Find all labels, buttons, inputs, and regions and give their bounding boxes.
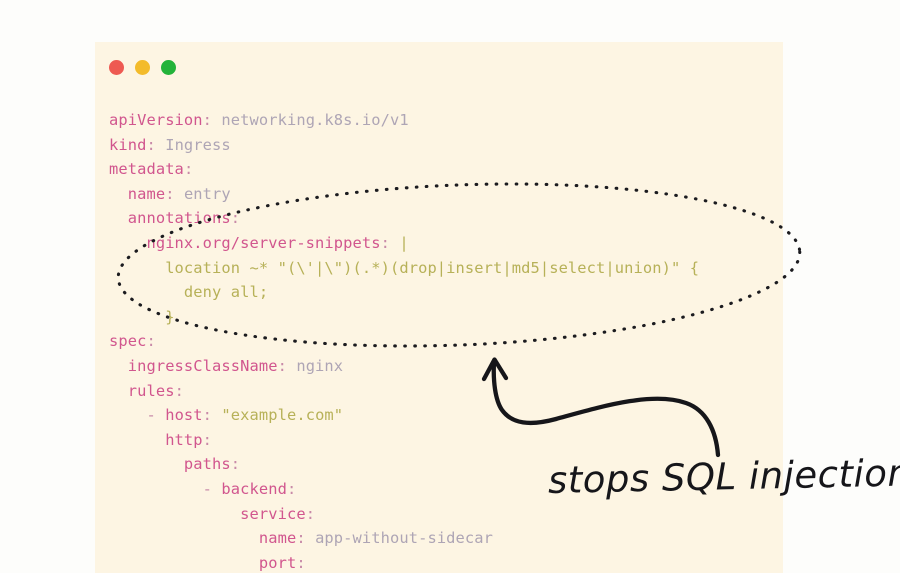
code-token: : [296, 529, 316, 548]
close-dot[interactable] [109, 60, 124, 75]
code-token: : [380, 233, 400, 252]
code-token: apiVersion [109, 111, 203, 129]
code-token: : [146, 332, 156, 351]
code-token: - [109, 479, 222, 498]
code-token: "example.com" [221, 406, 344, 425]
code-token: metadata [109, 160, 184, 179]
code-token: name [109, 184, 166, 203]
code-token: : [296, 553, 306, 572]
code-token: paths [109, 455, 231, 474]
code-token: deny all; [109, 283, 269, 302]
code-line: annotations: [109, 206, 783, 231]
code-line: - backend: [109, 477, 783, 502]
code-token: : [277, 356, 297, 375]
code-token: annotations [109, 209, 231, 228]
code-token: : [202, 406, 222, 425]
code-line: apiVersion: networking.k8s.io/v1 [109, 108, 783, 133]
code-token: backend [221, 479, 287, 498]
code-token: : [230, 209, 241, 228]
code-token: Ingress [165, 135, 231, 154]
code-token: entry [183, 184, 231, 203]
code-line: port: [109, 551, 783, 573]
minimize-dot[interactable] [135, 60, 150, 75]
code-token: | [399, 233, 409, 252]
code-token: http [109, 430, 203, 449]
code-token: nginx.org/server-snippets [109, 233, 381, 252]
code-line: - host: "example.com" [109, 403, 783, 428]
code-line: rules: [109, 379, 783, 404]
code-line: nginx.org/server-snippets: | [109, 231, 783, 256]
code-line: name: entry [109, 182, 783, 207]
window-titlebar [109, 60, 176, 75]
code-token: host [165, 406, 203, 425]
code-token: : [230, 455, 241, 474]
code-token: } [109, 307, 175, 326]
code-token: : [165, 184, 184, 203]
code-token: - [109, 406, 166, 425]
code-line: deny all; [109, 280, 783, 305]
code-token: : [183, 160, 194, 179]
code-token: service [109, 504, 306, 523]
code-token: : [202, 430, 213, 449]
code-token: ingressClassName [109, 356, 278, 375]
code-line: paths: [109, 452, 783, 477]
code-token: port [109, 553, 297, 572]
code-line: } [109, 305, 783, 330]
code-token: : [305, 504, 316, 523]
code-line: ingressClassName: nginx [109, 354, 783, 379]
code-line: http: [109, 428, 783, 453]
code-line: service: [109, 502, 783, 527]
code-token: : [174, 381, 184, 400]
code-line: metadata: [109, 157, 783, 182]
code-token: : [202, 111, 222, 129]
code-token: location ~* "(\'|\")(.*)(drop|insert|md5… [109, 258, 700, 277]
maximize-dot[interactable] [161, 60, 176, 75]
code-token: : [146, 135, 166, 154]
code-line: spec: [109, 329, 783, 354]
code-token: spec [109, 332, 147, 351]
code-line: location ~* "(\'|\")(.*)(drop|insert|md5… [109, 256, 783, 281]
code-line: kind: Ingress [109, 133, 783, 158]
code-line: name: app-without-sidecar [109, 526, 783, 551]
code-token: rules [109, 381, 175, 400]
code-token: app-without-sidecar [315, 529, 494, 548]
code-token: nginx [296, 356, 344, 375]
code-token: networking.k8s.io/v1 [221, 111, 409, 129]
code-token: kind [109, 135, 147, 154]
handwritten-caption: stops SQL injections [547, 450, 900, 502]
code-token: name [109, 529, 297, 548]
code-token: : [286, 479, 297, 498]
